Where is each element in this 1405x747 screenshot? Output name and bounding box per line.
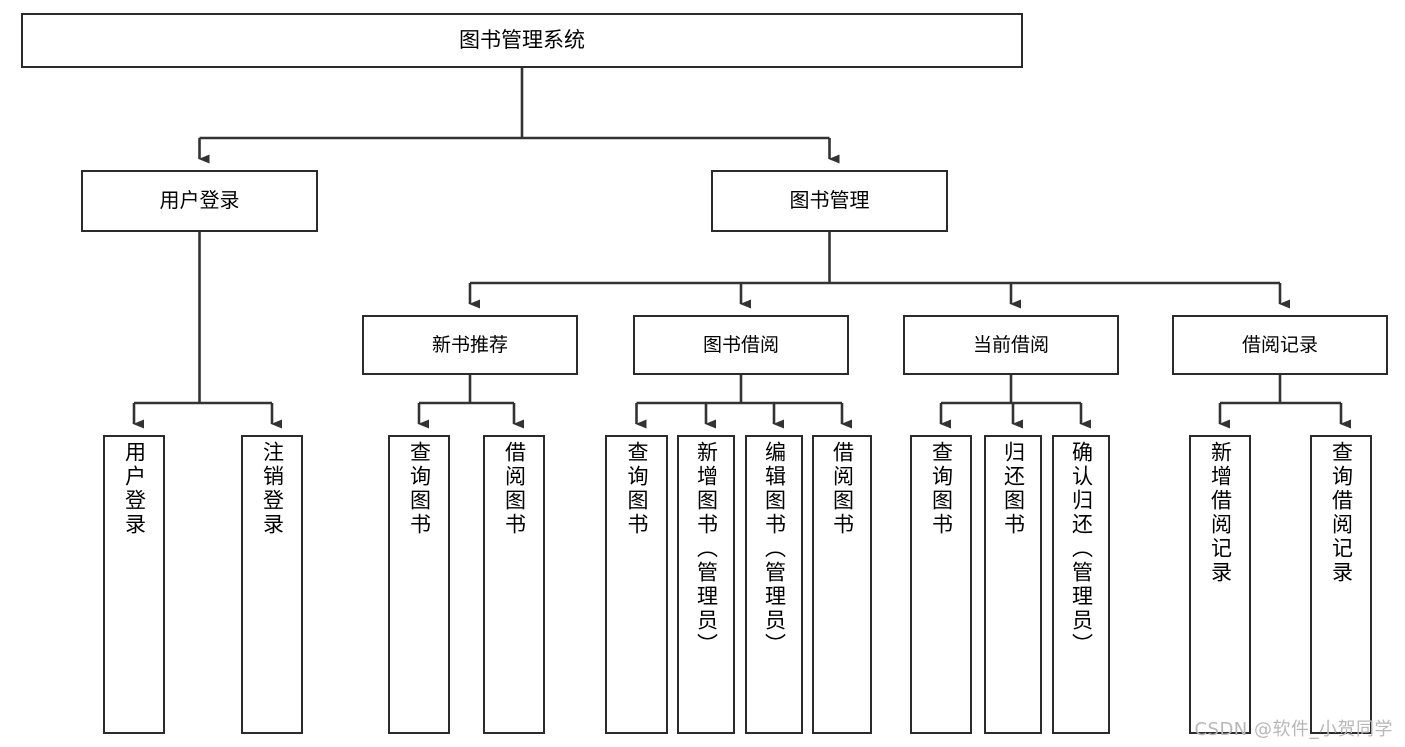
node-box-borrow-record[interactable]: 借阅记录 — [1172, 315, 1388, 375]
node-box-leaf-confirm-return[interactable]: 确认归还（管理员） — [1052, 435, 1110, 734]
node-box-leaf-query-book-cur[interactable]: 查询图书 — [910, 435, 972, 734]
node-label-leaf-logout: 注销登录 — [260, 441, 285, 537]
node-box-leaf-borrow-book-rec[interactable]: 借阅图书 — [483, 435, 545, 734]
node-box-leaf-borrow-book[interactable]: 借阅图书 — [812, 435, 872, 734]
node-box-root[interactable]: 图书管理系统 — [21, 13, 1023, 68]
node-box-leaf-user-login[interactable]: 用户登录 — [103, 435, 165, 734]
node-label-book-borrow: 图书借阅 — [702, 333, 779, 356]
node-box-leaf-logout[interactable]: 注销登录 — [241, 435, 303, 734]
node-label-book-manage: 图书管理 — [789, 188, 870, 213]
node-box-book-manage[interactable]: 图书管理 — [711, 170, 948, 232]
node-label-user-login: 用户登录 — [159, 188, 240, 213]
node-box-leaf-add-book[interactable]: 新增图书（管理员） — [677, 435, 735, 734]
node-label-root: 图书管理系统 — [459, 28, 585, 53]
node-label-leaf-return-book: 归还图书 — [1001, 441, 1026, 537]
node-label-leaf-query-record: 查询借阅记录 — [1329, 441, 1354, 585]
node-label-current-borrow: 当前借阅 — [972, 333, 1049, 356]
node-box-book-borrow[interactable]: 图书借阅 — [633, 315, 849, 375]
node-label-leaf-borrow-book-rec: 借阅图书 — [502, 441, 527, 537]
node-label-leaf-query-book-rec: 查询图书 — [407, 441, 432, 537]
node-box-leaf-edit-book[interactable]: 编辑图书（管理员） — [745, 435, 803, 734]
node-label-leaf-query-book: 查询图书 — [625, 441, 649, 537]
node-box-leaf-add-record[interactable]: 新增借阅记录 — [1189, 435, 1251, 734]
node-label-leaf-add-book: 新增图书（管理员） — [694, 441, 719, 657]
node-box-leaf-return-book[interactable]: 归还图书 — [984, 435, 1042, 734]
node-box-current-borrow[interactable]: 当前借阅 — [903, 315, 1119, 375]
node-box-leaf-query-book[interactable]: 查询图书 — [605, 435, 668, 734]
node-box-leaf-query-book-rec[interactable]: 查询图书 — [388, 435, 450, 734]
node-label-leaf-user-login: 用户登录 — [122, 441, 147, 537]
node-label-leaf-add-record: 新增借阅记录 — [1208, 441, 1233, 585]
node-label-leaf-edit-book: 编辑图书（管理员） — [762, 441, 787, 657]
node-box-leaf-query-record[interactable]: 查询借阅记录 — [1310, 435, 1372, 734]
node-box-new-book-rec[interactable]: 新书推荐 — [362, 315, 578, 375]
node-label-leaf-borrow-book: 借阅图书 — [830, 441, 855, 537]
node-label-leaf-query-book-cur: 查询图书 — [929, 441, 954, 537]
node-label-leaf-confirm-return: 确认归还（管理员） — [1069, 441, 1094, 657]
node-label-new-book-rec: 新书推荐 — [431, 333, 508, 356]
edge-group — [132, 68, 1351, 429]
node-box-user-login[interactable]: 用户登录 — [81, 170, 318, 232]
watermark-text: CSDN @软件_小贺同学 — [1194, 719, 1393, 740]
node-label-borrow-record: 借阅记录 — [1241, 333, 1318, 356]
